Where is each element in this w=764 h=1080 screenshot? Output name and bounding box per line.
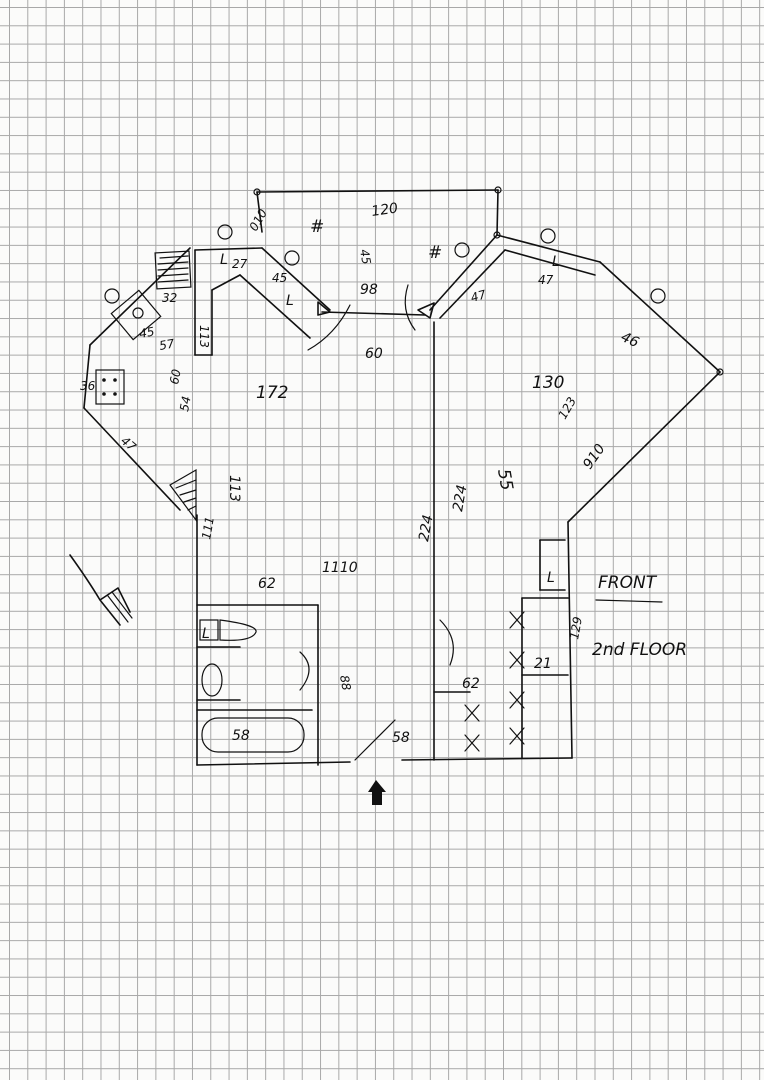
dim-224-left: 224 — [416, 514, 436, 543]
dim-57: 57 — [158, 336, 176, 353]
dim-55: 55 — [493, 467, 516, 492]
stove-icon — [95, 369, 125, 405]
outlet-marks — [104, 186, 724, 376]
dim-111: 111 — [199, 516, 217, 541]
caption-floor: 2nd FLOOR — [592, 640, 687, 660]
dim-27: 27 — [232, 257, 248, 271]
dim-129: 129 — [567, 616, 585, 641]
dim-113-b: 113 — [197, 325, 211, 348]
dim-47-c: 47 — [118, 434, 139, 455]
dim-60: 60 — [365, 346, 383, 362]
dim-172: 172 — [256, 383, 288, 403]
outer-walls — [83, 189, 721, 766]
switch-mark-1: L — [286, 293, 294, 309]
dim-130: 130 — [532, 373, 564, 393]
switch-mark-5: L — [220, 252, 228, 268]
dim-21: 21 — [534, 656, 552, 672]
switch-mark-4: L — [202, 626, 210, 642]
dim-120: 120 — [370, 200, 399, 220]
dim-60-vert: 60 — [167, 368, 184, 386]
dim-62-right: 62 — [462, 676, 480, 692]
dimension-labels: 120 010 27 45 45 98 60 172 47 47 46 130 … — [80, 200, 641, 746]
dim-58-door: 58 — [392, 730, 410, 746]
dim-98: 98 — [360, 282, 378, 298]
hash-mark-2: # — [428, 243, 442, 263]
switch-mark-3: L — [547, 570, 555, 586]
dim-224-right: 224 — [450, 484, 470, 513]
caption: FRONT 2nd FLOOR — [592, 573, 687, 660]
door-swings — [299, 284, 454, 761]
dim-123: 123 — [555, 395, 579, 422]
caption-front: FRONT — [598, 573, 658, 593]
dim-910: 910 — [580, 441, 608, 472]
dim-32: 32 — [162, 291, 177, 305]
dim-45-left: 45 — [272, 271, 287, 285]
dim-47-b: 47 — [538, 273, 554, 287]
interior-partitions — [196, 321, 569, 766]
dim-113: 113 — [226, 475, 242, 502]
light-marks — [464, 611, 525, 752]
dim-1110: 1110 — [322, 560, 358, 576]
dim-62-left: 62 — [258, 576, 276, 592]
dim-58-tub: 58 — [232, 728, 250, 744]
switch-mark-2: L — [552, 254, 560, 270]
dim-47-a: 47 — [469, 287, 488, 305]
dim-88: 88 — [337, 674, 354, 692]
dim-45-c: 45 — [138, 325, 155, 341]
dim-46: 46 — [618, 329, 641, 351]
dim-54: 54 — [177, 395, 193, 412]
symbols: # # L L L L L — [202, 217, 560, 642]
dim-010: 010 — [246, 206, 270, 233]
dim-36: 36 — [80, 379, 96, 393]
hash-mark-1: # — [310, 217, 324, 237]
fixtures — [69, 250, 435, 805]
dim-45-top: 45 — [357, 248, 373, 265]
